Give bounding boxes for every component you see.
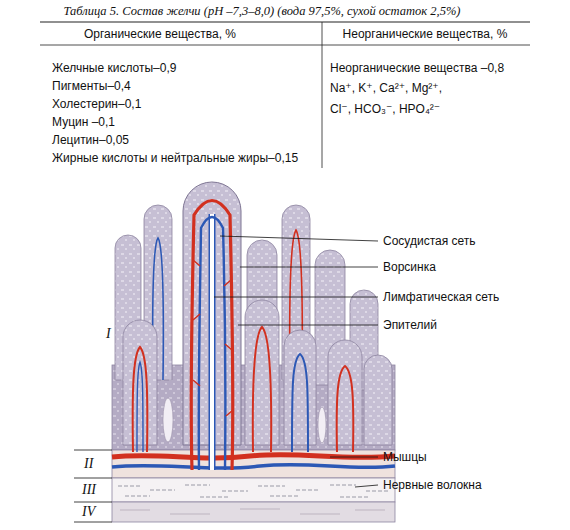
layer-number: II <box>84 456 93 472</box>
table-header: Органические вещества, % <box>84 26 236 42</box>
table-rules <box>40 22 530 168</box>
table-cell: Муцин –0,1 <box>52 114 115 130</box>
table-title: Таблица 5. Состав желчи (pH –7,3–8,0) (в… <box>64 3 461 19</box>
layer-number: I <box>106 326 111 342</box>
table-cell: Cl⁻, HCO₃⁻, HPO₄²⁻ <box>330 101 440 117</box>
layer-number: IV <box>82 504 95 520</box>
table-header: Неорганические вещества, % <box>343 26 508 42</box>
part-label: Лимфатическая сеть <box>383 289 499 305</box>
leader-lines <box>214 236 378 487</box>
part-label: Мышцы <box>383 449 427 465</box>
table-cell: Желчные кислоты–0,9 <box>52 60 176 76</box>
table-cell: Пигменты–0,4 <box>52 78 131 94</box>
part-label: Эпителий <box>383 317 437 333</box>
central-villus <box>183 182 241 470</box>
villi-front-vessels <box>133 327 354 452</box>
table-cell: Холестерин–0,1 <box>52 96 141 112</box>
table-cell: Лецитин–0,05 <box>52 132 129 148</box>
table-cell: Na⁺, K⁺, Ca²⁺, Mg²⁺, <box>330 80 442 96</box>
part-label: Нервные волокна <box>383 477 482 493</box>
layer-number: III <box>82 482 96 498</box>
villi-front <box>123 300 392 445</box>
table-cell: Жирные кислоты и нейтральные жиры–0,15 <box>52 150 298 166</box>
table-cell: Неорганические вещества –0,8 <box>330 60 504 76</box>
layer-ticks <box>74 450 112 522</box>
part-label: Ворсинка <box>383 259 436 275</box>
part-label: Сосудистая сеть <box>383 233 476 249</box>
